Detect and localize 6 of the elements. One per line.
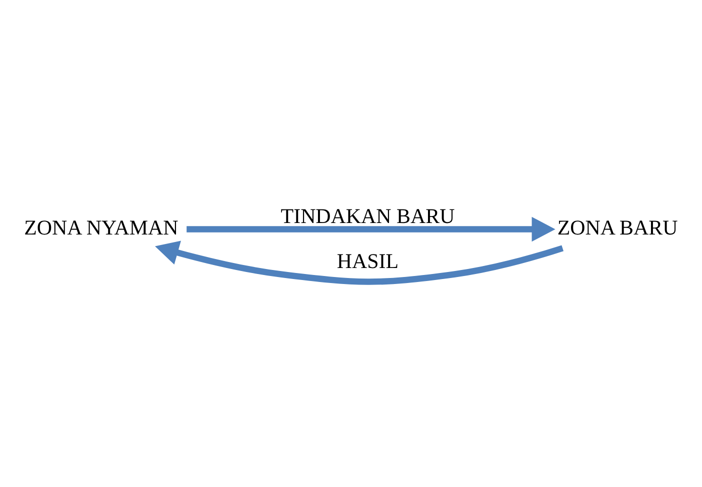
arrow [186,216,556,242]
edge-label: TINDAKAN BARU [280,203,455,228]
edge-label: HASIL [336,248,399,272]
node-text: ZONA BARU [557,214,678,239]
node-text: ZONA NYAMAN [24,214,178,239]
arrow [155,240,564,284]
